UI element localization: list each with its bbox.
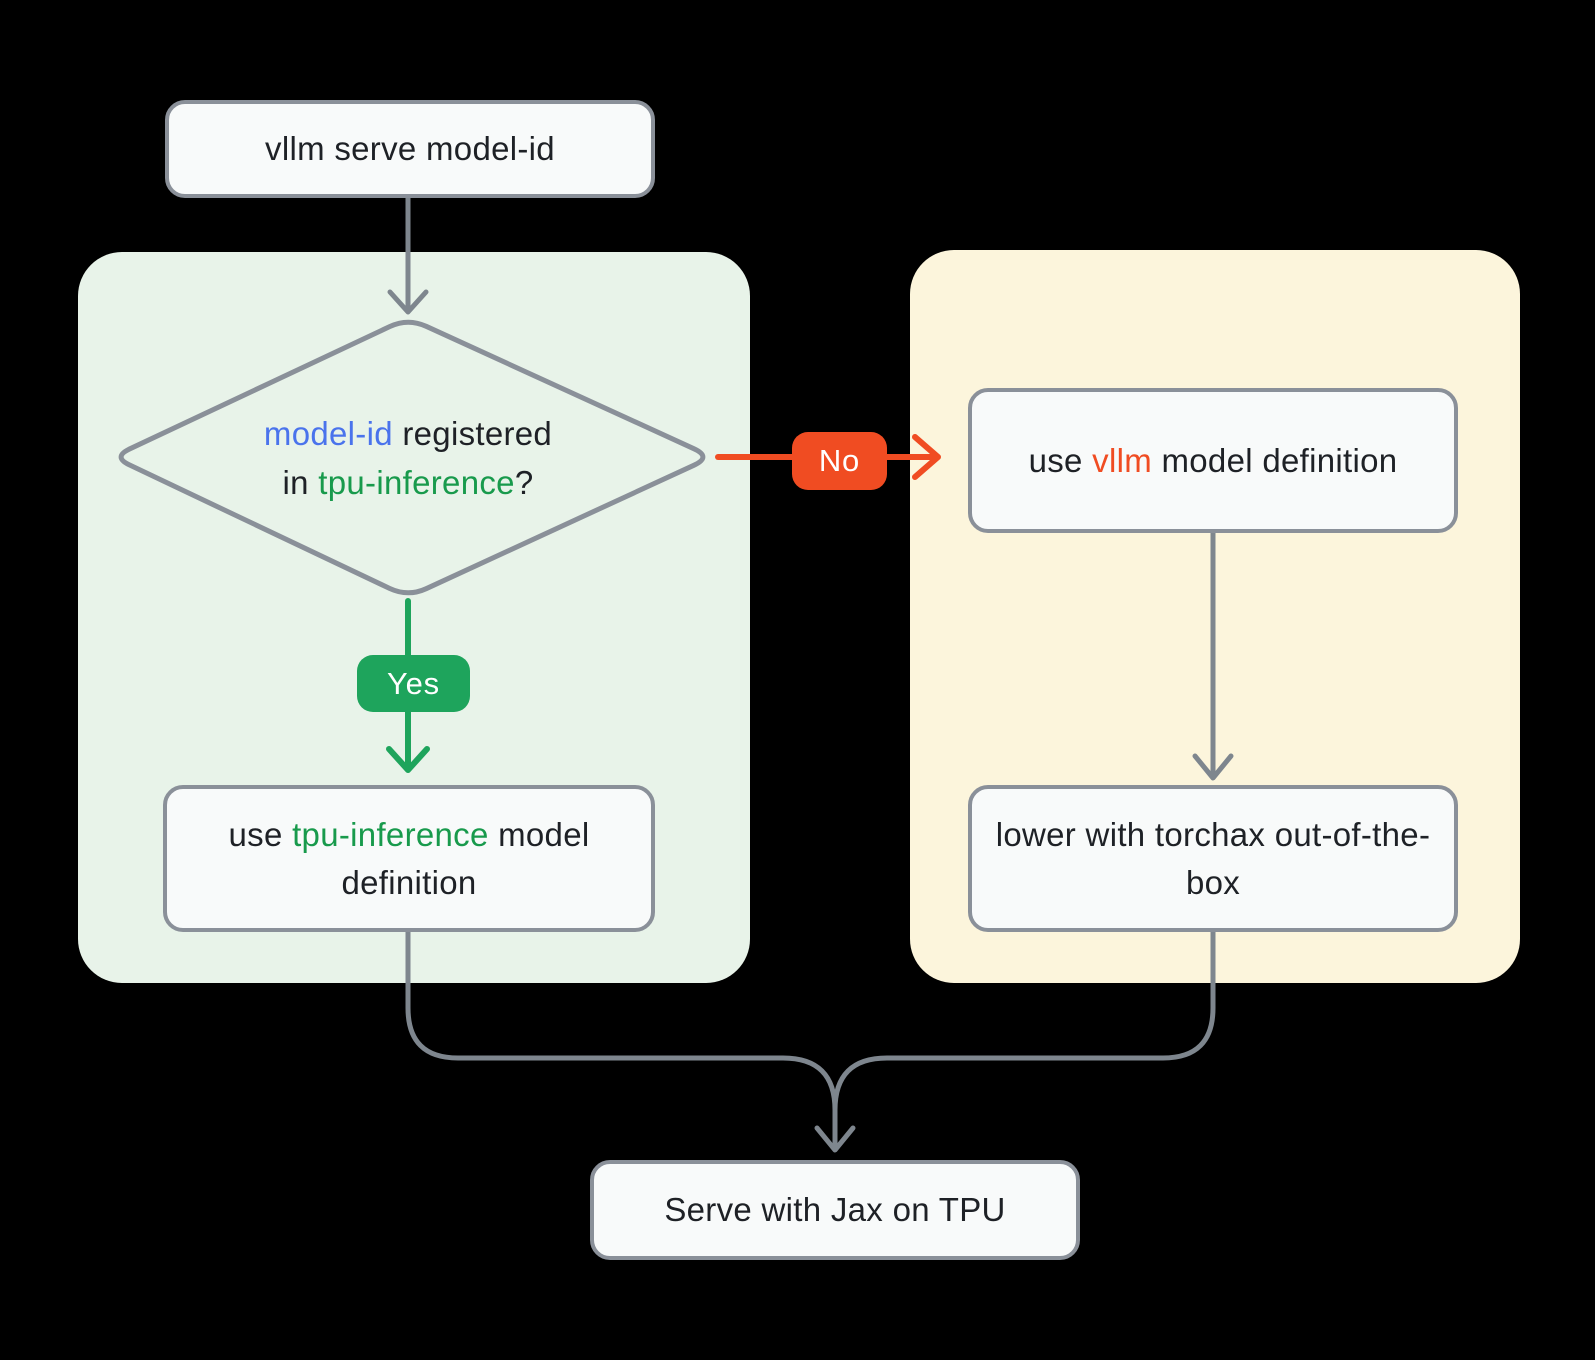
tpu-node-rest-text: model definition <box>341 815 590 901</box>
no-badge: No <box>792 432 887 490</box>
decision-model-id-text: model-id <box>263 414 393 452</box>
decision-registered-text: registered <box>392 414 553 452</box>
torchax-node-label: lower with torchax out-of-the-box <box>995 815 1431 901</box>
tpu-node-tpu-inference-text: tpu-inference <box>292 815 489 853</box>
tpu-model-node: use tpu-inference model definition <box>163 785 655 932</box>
serve-node-label: Serve with Jax on TPU <box>664 1191 1006 1228</box>
arrowhead-down-decision <box>387 289 429 315</box>
no-badge-label: No <box>818 443 861 478</box>
serve-node: Serve with Jax on TPU <box>590 1160 1080 1260</box>
vllm-node-use-text: use <box>1028 441 1093 479</box>
decision-line-2: in tpu-inference? <box>283 458 534 507</box>
vllm-node-rest-text: model definition <box>1152 441 1398 479</box>
decision-in-text: in <box>282 463 319 501</box>
decision-question-mark: ? <box>514 463 534 501</box>
decision-tpu-inference-text: tpu-inference <box>318 463 515 501</box>
arrowhead-no <box>912 434 941 480</box>
torchax-node: lower with torchax out-of-the-box <box>968 785 1458 932</box>
edge-merge-left <box>405 929 838 1149</box>
start-node-label: vllm serve model-id <box>265 130 555 167</box>
decision-label: model-id registered in tpu-inference? <box>138 318 678 597</box>
yes-badge: Yes <box>357 655 470 712</box>
yes-badge-label: Yes <box>387 665 440 701</box>
vllm-node-vllm-text: vllm <box>1092 441 1152 479</box>
decision-diamond <box>118 319 706 596</box>
arrowhead-torchax <box>1192 753 1234 781</box>
arrowhead-yes <box>386 746 430 773</box>
vllm-model-node: use vllm model definition <box>968 388 1458 533</box>
tpu-node-use-text: use <box>228 815 293 853</box>
arrowhead-serve <box>814 1125 856 1153</box>
decision-line-1: model-id registered <box>264 409 552 458</box>
edge-merge-right <box>832 929 1216 1113</box>
vllm-model-node-label: use vllm model definition <box>1029 437 1398 485</box>
start-node: vllm serve model-id <box>165 100 655 198</box>
tpu-model-node-label: use tpu-inference model definition <box>185 811 633 907</box>
